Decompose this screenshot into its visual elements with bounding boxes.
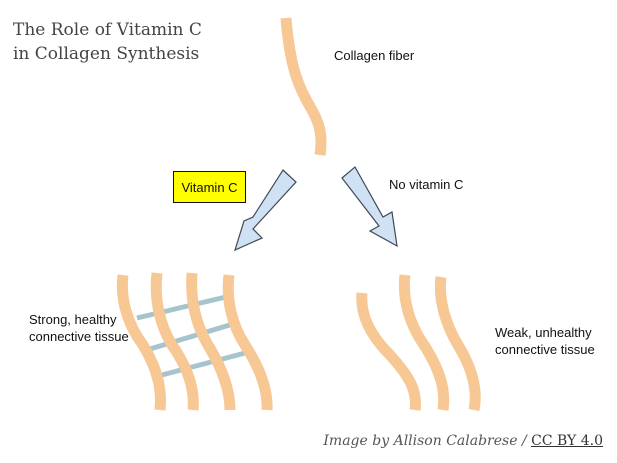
label-no-vitamin-c: No vitamin C: [389, 177, 464, 192]
healthy-fiber: [116, 274, 166, 411]
label-strong-tissue: Strong, healthy connective tissue: [29, 311, 129, 345]
weak-fiber: [398, 274, 450, 411]
healthy-fibers: [116, 272, 273, 411]
label-weak-line-2: connective tissue: [495, 342, 595, 357]
healthy-fiber: [150, 272, 199, 411]
diagram-title: The Role of Vitamin C in Collagen Synthe…: [13, 18, 202, 66]
title-line-1: The Role of Vitamin C: [13, 20, 202, 40]
title-line-2: in Collagen Synthesis: [13, 44, 200, 64]
weak-fiber: [356, 292, 422, 411]
label-collagen-fiber: Collagen fiber: [334, 48, 415, 63]
credit-text: Image by Allison Calabrese: [323, 433, 518, 449]
label-strong-line-1: Strong, healthy: [29, 312, 117, 327]
crosslinks: [136, 293, 246, 378]
arrow-no-vitamin-c: [341, 166, 398, 248]
vitamin-c-badge: Vitamin C: [173, 171, 246, 203]
credit-separator: /: [521, 433, 527, 449]
label-strong-line-2: connective tissue: [29, 329, 129, 344]
arrow-vitamin-c: [234, 169, 297, 252]
healthy-fiber: [186, 272, 236, 411]
weak-fibers: [356, 274, 481, 412]
weak-fiber: [434, 276, 481, 412]
crosslink: [149, 321, 234, 352]
image-credit: Image by Allison Calabrese / CC BY 4.0: [323, 433, 603, 449]
license-link[interactable]: CC BY 4.0: [531, 433, 603, 449]
crosslink: [161, 350, 246, 378]
crosslink: [136, 293, 231, 321]
label-weak-tissue: Weak, unhealthy connective tissue: [495, 324, 595, 358]
healthy-fiber: [222, 274, 273, 411]
label-weak-line-1: Weak, unhealthy: [495, 325, 592, 340]
collagen-fiber: [280, 17, 327, 156]
